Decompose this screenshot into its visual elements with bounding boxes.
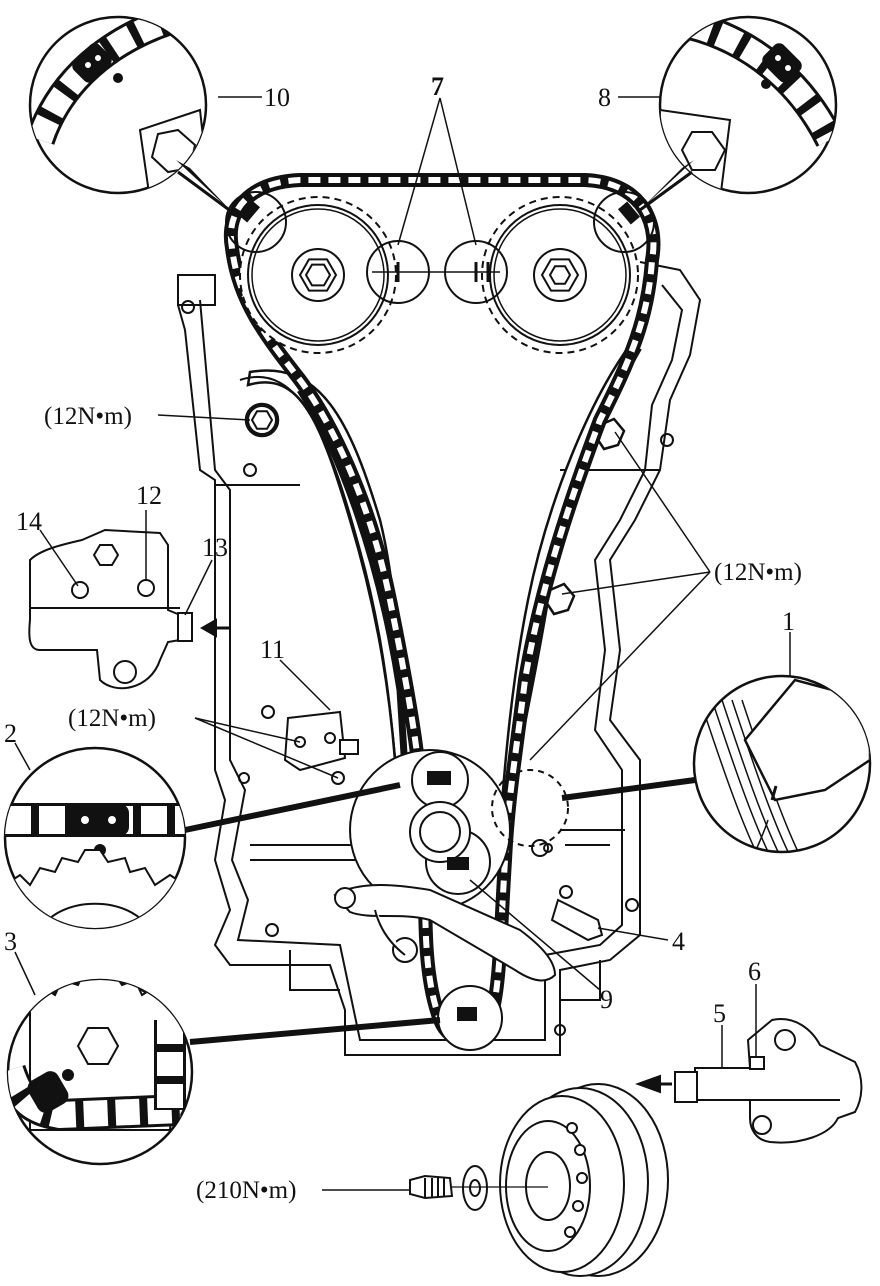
callout-1: 1 (782, 607, 795, 636)
cam-timing-marks (366, 240, 508, 304)
engine-block-outline (177, 261, 702, 1056)
left-guide-bolt (247, 405, 277, 435)
tensioner-detail (28, 528, 230, 690)
torque-crank-bolt: (210N•m) (196, 1177, 296, 1204)
detail-circle-10 (28, 15, 233, 214)
callout-9: 9 (600, 985, 613, 1014)
detail-circle-3 (6, 978, 441, 1166)
crank-bolt-washer (409, 1165, 548, 1211)
tensioner-arm (333, 884, 557, 982)
left-cam-sprocket (239, 196, 397, 354)
chain-mark-circles-top (225, 191, 655, 253)
callout-6: 6 (748, 957, 761, 986)
callout-13: 13 (202, 533, 228, 562)
crank-pulley (499, 1083, 669, 1277)
callout-3: 3 (4, 927, 17, 956)
detail-circle-1 (561, 674, 872, 854)
torque-right-guide: (12N•m) (714, 559, 802, 586)
callout-7: 7 (431, 72, 444, 101)
callout-labels: 10 8 7 14 12 13 11 1 2 3 4 9 5 6 (4, 72, 795, 1028)
callout-10: 10 (264, 83, 290, 112)
tensioner-detail-lower (635, 1018, 863, 1144)
oil-jet (550, 885, 604, 942)
callout-11: 11 (260, 635, 285, 664)
torque-left-guide: (12N•m) (44, 403, 132, 430)
right-cam-sprocket (481, 196, 639, 354)
callout-8: 8 (598, 83, 611, 112)
detail-circle-8 (639, 15, 838, 212)
callout-2: 2 (4, 719, 17, 748)
chain-tensioner-installed (283, 710, 359, 785)
callout-14: 14 (16, 507, 42, 536)
torque-tensioner: (12N•m) (68, 705, 156, 732)
callout-5: 5 (713, 999, 726, 1028)
callout-4: 4 (672, 927, 685, 956)
leader-lines (14, 96, 791, 1191)
callout-12: 12 (136, 481, 162, 510)
torque-labels: (12N•m) (12N•m) (12N•m) (210N•m) (44, 403, 802, 1204)
